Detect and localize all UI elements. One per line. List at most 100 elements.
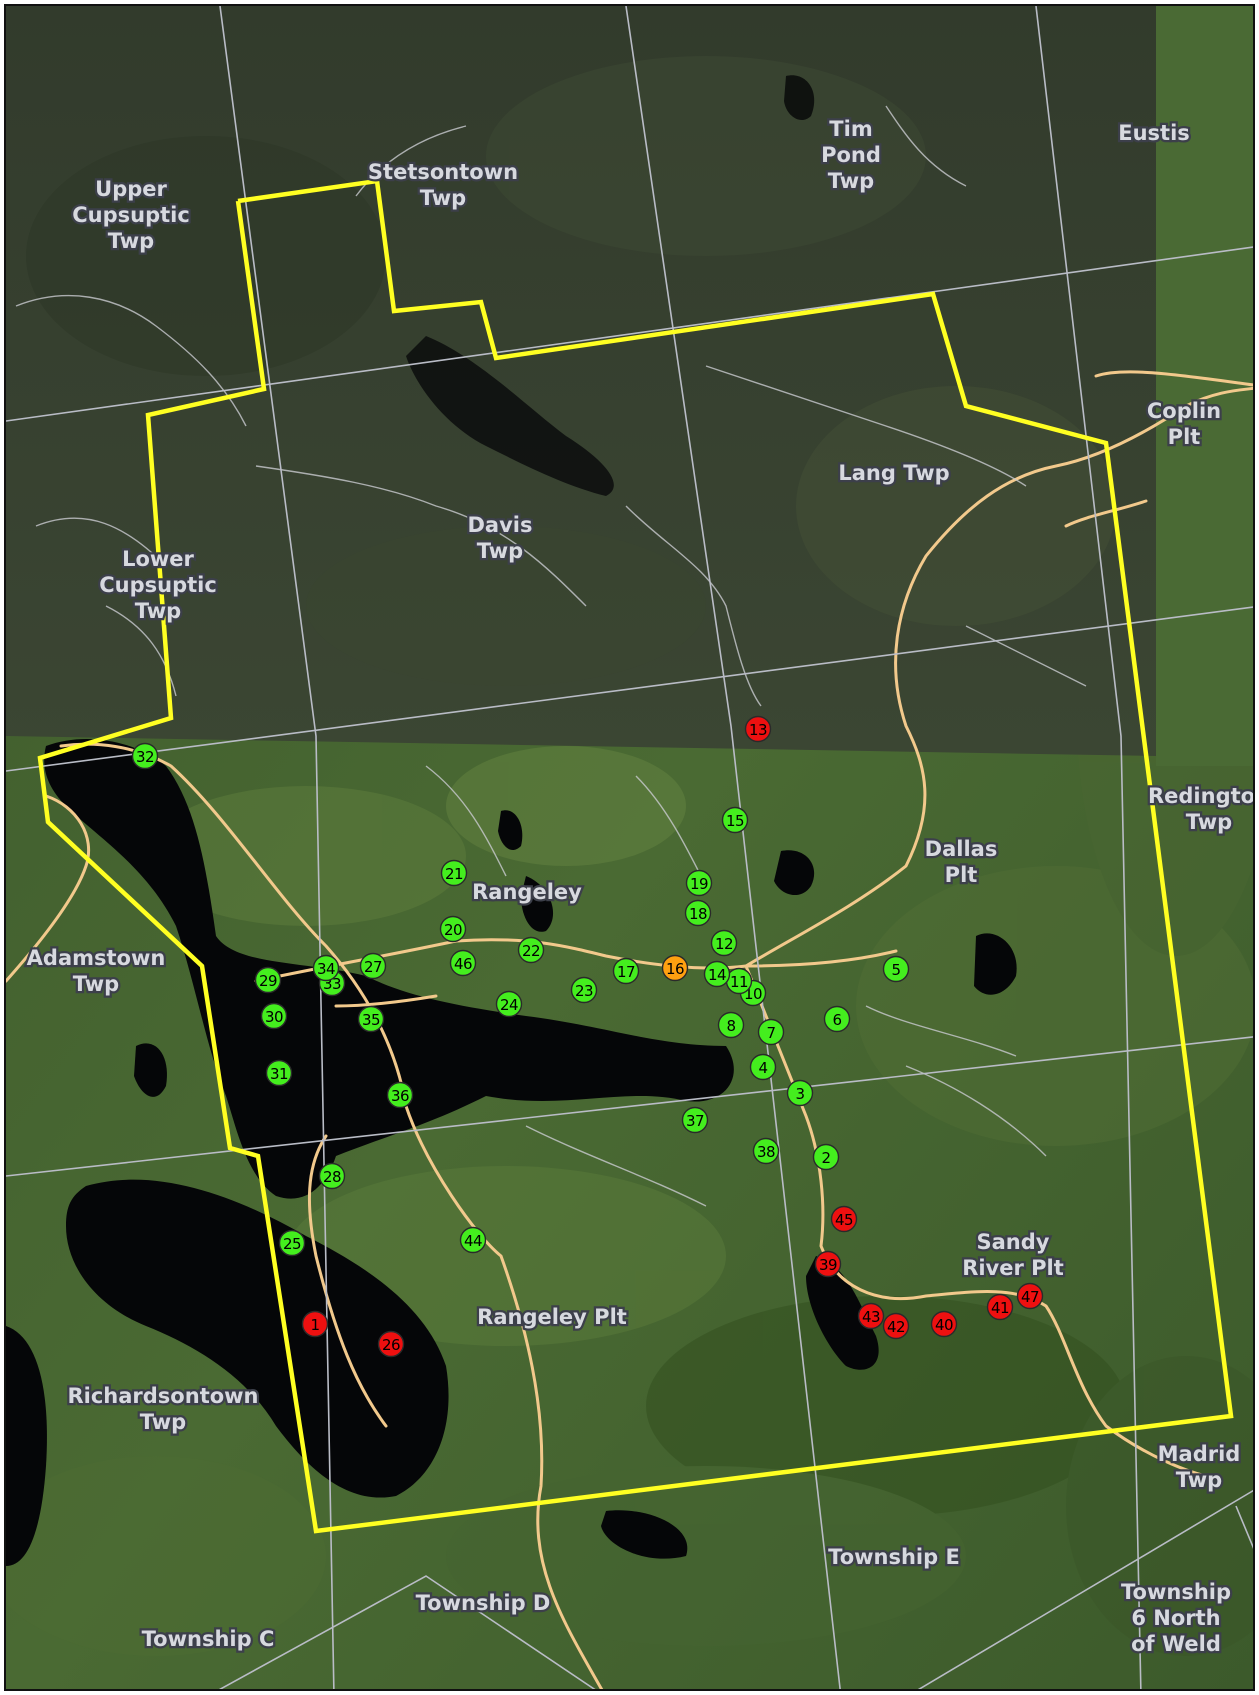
site-marker-20[interactable]: 20	[439, 915, 467, 943]
site-marker-23[interactable]: 23	[570, 976, 598, 1004]
site-marker-dot[interactable]	[757, 1018, 785, 1046]
site-marker-dot[interactable]	[265, 1059, 293, 1087]
site-marker-dot[interactable]	[681, 1106, 709, 1134]
site-marker-dot[interactable]	[439, 915, 467, 943]
site-marker-4[interactable]: 4	[749, 1053, 777, 1081]
site-marker-44[interactable]: 44	[459, 1226, 487, 1254]
site-marker-dot[interactable]	[357, 1005, 385, 1033]
site-marker-35[interactable]: 35	[357, 1005, 385, 1033]
site-marker-dot[interactable]	[312, 954, 340, 982]
site-marker-dot[interactable]	[812, 1143, 840, 1171]
site-marker-2[interactable]: 2	[812, 1143, 840, 1171]
site-marker-24[interactable]: 24	[495, 990, 523, 1018]
site-marker-dot[interactable]	[721, 806, 749, 834]
site-marker-dot[interactable]	[814, 1250, 842, 1278]
site-marker-39[interactable]: 39	[814, 1250, 842, 1278]
site-marker-dot[interactable]	[359, 952, 387, 980]
site-marker-dot[interactable]	[703, 960, 731, 988]
site-marker-7[interactable]: 7	[757, 1018, 785, 1046]
site-marker-number: 36	[391, 1087, 409, 1105]
site-marker-15[interactable]: 15	[721, 806, 749, 834]
site-marker-12[interactable]: 12	[710, 929, 738, 957]
site-marker-22[interactable]: 22	[517, 936, 545, 964]
site-marker-13[interactable]: 13	[744, 715, 772, 743]
site-marker-number: 2	[821, 1149, 830, 1167]
site-marker-1[interactable]: 1	[301, 1310, 329, 1338]
site-marker-42[interactable]: 42	[882, 1312, 910, 1340]
site-marker-number: 35	[362, 1011, 380, 1029]
site-marker-dot[interactable]	[459, 1226, 487, 1254]
site-marker-number: 1	[310, 1316, 319, 1334]
site-marker-18[interactable]: 18	[684, 899, 712, 927]
township-label-rangeley-plt: Rangeley Plt	[477, 1305, 627, 1329]
site-marker-number: 16	[666, 960, 684, 978]
site-marker-34[interactable]: 34	[312, 954, 340, 982]
site-marker-dot[interactable]	[131, 742, 159, 770]
site-marker-47[interactable]: 47	[1016, 1282, 1044, 1310]
site-marker-38[interactable]: 38	[752, 1137, 780, 1165]
site-marker-dot[interactable]	[260, 1002, 288, 1030]
site-marker-37[interactable]: 37	[681, 1106, 709, 1134]
site-marker-8[interactable]: 8	[717, 1011, 745, 1039]
site-marker-40[interactable]: 40	[930, 1310, 958, 1338]
site-marker-25[interactable]: 25	[278, 1229, 306, 1257]
site-marker-21[interactable]: 21	[440, 859, 468, 887]
site-marker-dot[interactable]	[254, 966, 282, 994]
site-marker-26[interactable]: 26	[377, 1330, 405, 1358]
site-marker-41[interactable]: 41	[986, 1293, 1014, 1321]
site-marker-dot[interactable]	[517, 936, 545, 964]
site-marker-36[interactable]: 36	[386, 1081, 414, 1109]
site-marker-dot[interactable]	[823, 1005, 851, 1033]
site-marker-19[interactable]: 19	[685, 869, 713, 897]
site-marker-dot[interactable]	[449, 949, 477, 977]
site-marker-46[interactable]: 46	[449, 949, 477, 977]
site-marker-6[interactable]: 6	[823, 1005, 851, 1033]
site-marker-11[interactable]: 11	[725, 967, 753, 995]
site-marker-dot[interactable]	[857, 1302, 885, 1330]
site-marker-dot[interactable]	[830, 1205, 858, 1233]
site-marker-dot[interactable]	[986, 1293, 1014, 1321]
site-marker-dot[interactable]	[570, 976, 598, 1004]
site-marker-dot[interactable]	[377, 1330, 405, 1358]
site-markers[interactable]: 1234567810111213141516171819202122232425…	[131, 715, 1044, 1358]
site-marker-dot[interactable]	[386, 1081, 414, 1109]
site-marker-dot[interactable]	[301, 1310, 329, 1338]
site-marker-16[interactable]: 16	[661, 954, 689, 982]
site-marker-27[interactable]: 27	[359, 952, 387, 980]
site-marker-14[interactable]: 14	[703, 960, 731, 988]
north-texture	[26, 56, 1116, 686]
site-marker-dot[interactable]	[278, 1229, 306, 1257]
site-marker-dot[interactable]	[685, 869, 713, 897]
site-marker-5[interactable]: 5	[882, 955, 910, 983]
site-marker-28[interactable]: 28	[318, 1162, 346, 1190]
site-marker-31[interactable]: 31	[265, 1059, 293, 1087]
site-marker-3[interactable]: 3	[786, 1079, 814, 1107]
site-marker-dot[interactable]	[661, 954, 689, 982]
site-marker-dot[interactable]	[786, 1079, 814, 1107]
site-marker-dot[interactable]	[318, 1162, 346, 1190]
site-marker-number: 27	[364, 958, 382, 976]
site-marker-dot[interactable]	[744, 715, 772, 743]
site-marker-dot[interactable]	[882, 1312, 910, 1340]
site-marker-43[interactable]: 43	[857, 1302, 885, 1330]
site-marker-17[interactable]: 17	[612, 957, 640, 985]
site-marker-dot[interactable]	[749, 1053, 777, 1081]
site-marker-dot[interactable]	[882, 955, 910, 983]
site-marker-dot[interactable]	[752, 1137, 780, 1165]
site-marker-dot[interactable]	[440, 859, 468, 887]
site-marker-dot[interactable]	[495, 990, 523, 1018]
site-marker-dot[interactable]	[717, 1011, 745, 1039]
site-marker-dot[interactable]	[710, 929, 738, 957]
site-marker-30[interactable]: 30	[260, 1002, 288, 1030]
site-marker-45[interactable]: 45	[830, 1205, 858, 1233]
site-marker-dot[interactable]	[612, 957, 640, 985]
site-marker-29[interactable]: 29	[254, 966, 282, 994]
site-marker-32[interactable]: 32	[131, 742, 159, 770]
site-marker-number: 44	[464, 1232, 482, 1250]
site-marker-dot[interactable]	[684, 899, 712, 927]
site-marker-dot[interactable]	[1016, 1282, 1044, 1310]
site-marker-dot[interactable]	[930, 1310, 958, 1338]
